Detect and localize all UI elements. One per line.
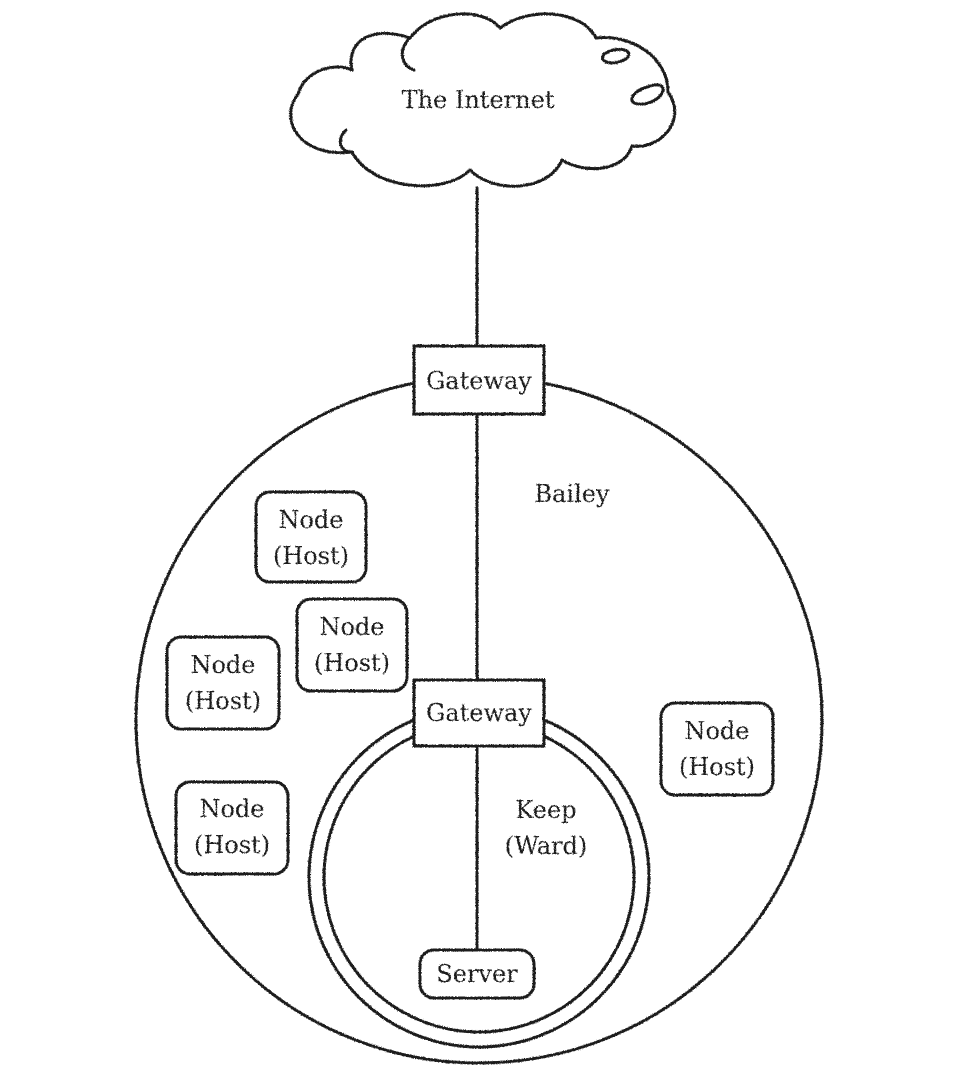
node-host-4: Node (Host) [174,780,290,876]
node-host-1: Node (Host) [254,490,368,584]
keep-label-line2: (Ward) [505,832,587,860]
node-host-1-line1: Node [278,506,343,534]
inner-gateway-label: Gateway [426,699,532,727]
node-host-2-line2: (Host) [314,649,390,677]
node-host-5-line2: (Host) [679,753,755,781]
node-host-5-line1: Node [684,717,749,745]
node-host-3-line2: (Host) [185,687,261,715]
bailey-label: Bailey [534,480,610,508]
node-host-1-line2: (Host) [273,542,349,570]
internet-cloud: The Internet [289,12,677,188]
internet-label: The Internet [402,86,555,114]
server-label: Server [436,960,518,988]
node-host-2-line1: Node [319,613,384,641]
keep-label-line1: Keep [515,796,576,824]
node-host-5: Node (Host) [659,701,775,797]
node-host-2: Node (Host) [295,597,409,693]
node-host-3-line1: Node [190,651,255,679]
inner-gateway: Gateway [412,678,546,748]
node-host-4-line1: Node [199,795,264,823]
node-host-4-line2: (Host) [194,831,270,859]
node-host-3: Node (Host) [165,635,281,731]
outer-gateway: Gateway [412,344,546,416]
outer-gateway-label: Gateway [426,367,532,395]
server-node: Server [418,948,536,1000]
